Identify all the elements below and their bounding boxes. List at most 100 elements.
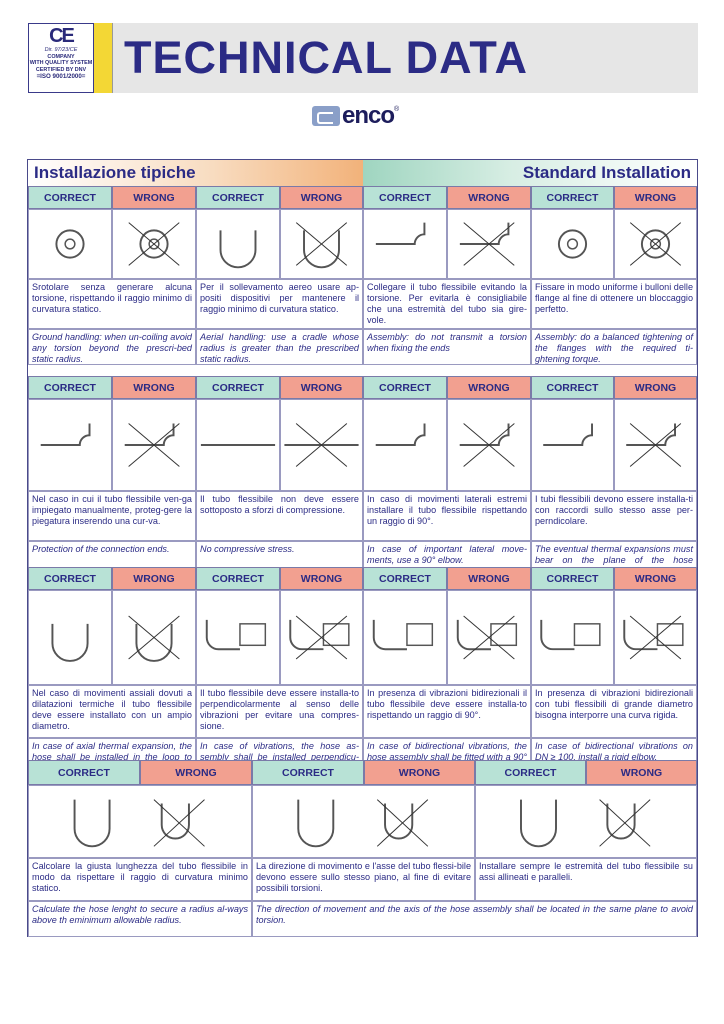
correct-label: CORRECT (28, 567, 112, 590)
italian-instruction: In presenza di vibrazioni bidirezionali … (531, 685, 697, 738)
italian-instruction: Fissare in modo uniforme i bulloni delle… (531, 279, 697, 329)
wrong-diagram (614, 590, 697, 685)
correct-label: CORRECT (196, 376, 280, 399)
correct-label: CORRECT (196, 567, 280, 590)
correct-diagram (28, 399, 112, 491)
diagram-pair (475, 785, 697, 858)
wrong-label: WRONG (280, 186, 363, 209)
correct-diagram-icon (200, 444, 276, 446)
correct-label: CORRECT (531, 376, 614, 399)
section-title-italian: Installazione tipiche (28, 160, 363, 186)
yellow-stripe (94, 23, 113, 93)
correct-label: CORRECT (28, 186, 112, 209)
wrong-label: WRONG (112, 376, 196, 399)
correct-label: CORRECT (363, 376, 447, 399)
enco-logo: enco ® (312, 102, 400, 129)
wrong-label: WRONG (614, 186, 697, 209)
correct-label: CORRECT (28, 760, 140, 785)
wrong-label: WRONG (447, 186, 531, 209)
correct-diagram-icon (219, 230, 257, 269)
wrong-diagram-icon (124, 423, 180, 467)
correct-diagram (363, 399, 447, 491)
wrong-diagram (447, 399, 531, 491)
correct-diagram-icon (375, 222, 426, 245)
wrong-diagram (112, 399, 196, 491)
diagram-pair (252, 785, 475, 858)
hose-loop-diagram-icon (73, 799, 205, 848)
correct-diagram-icon (205, 619, 267, 651)
italian-instruction: Il tubo flessibile deve essere installa-… (196, 685, 363, 738)
certification-box: CE Dir. 97/23/CE COMPANY WITH QUALITY SY… (28, 23, 94, 93)
correct-diagram-icon (40, 423, 91, 446)
correct-diagram (196, 209, 280, 279)
wrong-label: WRONG (614, 376, 697, 399)
wrong-diagram (280, 590, 363, 685)
italian-instruction: Installare sempre le estremità del tubo … (475, 858, 697, 901)
iso-text: =ISO 9001/2000= (36, 73, 86, 80)
english-instruction: Ground handling: when un-coiling avoid a… (28, 329, 196, 365)
wrong-diagram-icon (284, 423, 359, 467)
wrong-diagram (614, 399, 697, 491)
correct-diagram (196, 590, 280, 685)
correct-label: CORRECT (531, 567, 614, 590)
wrong-label: WRONG (364, 760, 475, 785)
wrong-label: WRONG (140, 760, 252, 785)
wrong-diagram-icon (459, 423, 515, 467)
correct-diagram-icon (557, 229, 588, 259)
correct-label: CORRECT (28, 376, 112, 399)
hose-loop-diagram-icon (520, 799, 651, 848)
correct-label: CORRECT (363, 186, 447, 209)
correct-diagram (531, 590, 614, 685)
wrong-diagram-icon (128, 222, 180, 266)
directive-text: Dir. 97/23/CE (44, 47, 78, 53)
wrong-label: WRONG (280, 567, 363, 590)
correct-diagram (531, 399, 614, 491)
correct-label: CORRECT (475, 760, 586, 785)
cert-line-2: WITH QUALITY SYSTEM (29, 60, 93, 66)
logo-mark-icon (312, 106, 340, 126)
hose-loop-diagram-icon (297, 799, 429, 848)
italian-instruction: Nel caso di movimenti assiali dovuti a d… (28, 685, 196, 738)
italian-instruction: Il tubo flessibile non deve essere sotto… (196, 491, 363, 541)
wrong-diagram (280, 399, 363, 491)
correct-diagram (531, 209, 614, 279)
header-bar (28, 23, 698, 93)
page-title: TECHNICAL DATA (124, 32, 528, 83)
italian-instruction: Per il sollevamento aereo usare ap-posit… (196, 279, 363, 329)
wrong-diagram (112, 209, 196, 279)
wrong-diagram-icon (459, 222, 515, 266)
wrong-diagram (447, 590, 531, 685)
correct-diagram-icon (540, 619, 601, 651)
italian-instruction: Collegare il tubo flessibile evitando la… (363, 279, 531, 329)
english-instruction: Aerial handling: use a cradle whose radi… (196, 329, 363, 365)
ce-mark: CE (49, 25, 75, 47)
logo-text: enco (342, 102, 395, 129)
logo-registered: ® (394, 106, 400, 113)
wrong-diagram (447, 209, 531, 279)
wrong-diagram-icon (295, 222, 348, 269)
cert-line-1: COMPANY (47, 53, 75, 60)
wrong-label: WRONG (447, 567, 531, 590)
correct-diagram (363, 209, 447, 279)
wrong-label: WRONG (614, 567, 697, 590)
english-instruction: Assembly: do a balanced tightening of th… (531, 329, 697, 365)
italian-instruction: Nel caso in cui il tubo flessibile ven-g… (28, 491, 196, 541)
correct-diagram-icon (543, 423, 593, 446)
english-instruction: Assembly: do not transmit a torsion when… (363, 329, 531, 365)
wrong-diagram-icon (626, 423, 682, 467)
correct-diagram (196, 399, 280, 491)
diagram-pair (28, 785, 252, 858)
english-instruction-shared: The direction of movement and the axis o… (252, 901, 697, 937)
correct-diagram-icon (372, 619, 434, 651)
correct-diagram-icon (55, 229, 85, 259)
wrong-diagram-icon (128, 615, 180, 662)
wrong-label: WRONG (280, 376, 363, 399)
wrong-diagram (112, 590, 196, 685)
wrong-diagram-icon (629, 222, 682, 266)
correct-diagram-icon (51, 623, 89, 662)
correct-diagram (363, 590, 447, 685)
wrong-diagram (614, 209, 697, 279)
italian-instruction: Calcolare la giusta lunghezza del tubo f… (28, 858, 252, 901)
wrong-label: WRONG (586, 760, 697, 785)
section-title-english: Standard Installation (363, 160, 697, 186)
